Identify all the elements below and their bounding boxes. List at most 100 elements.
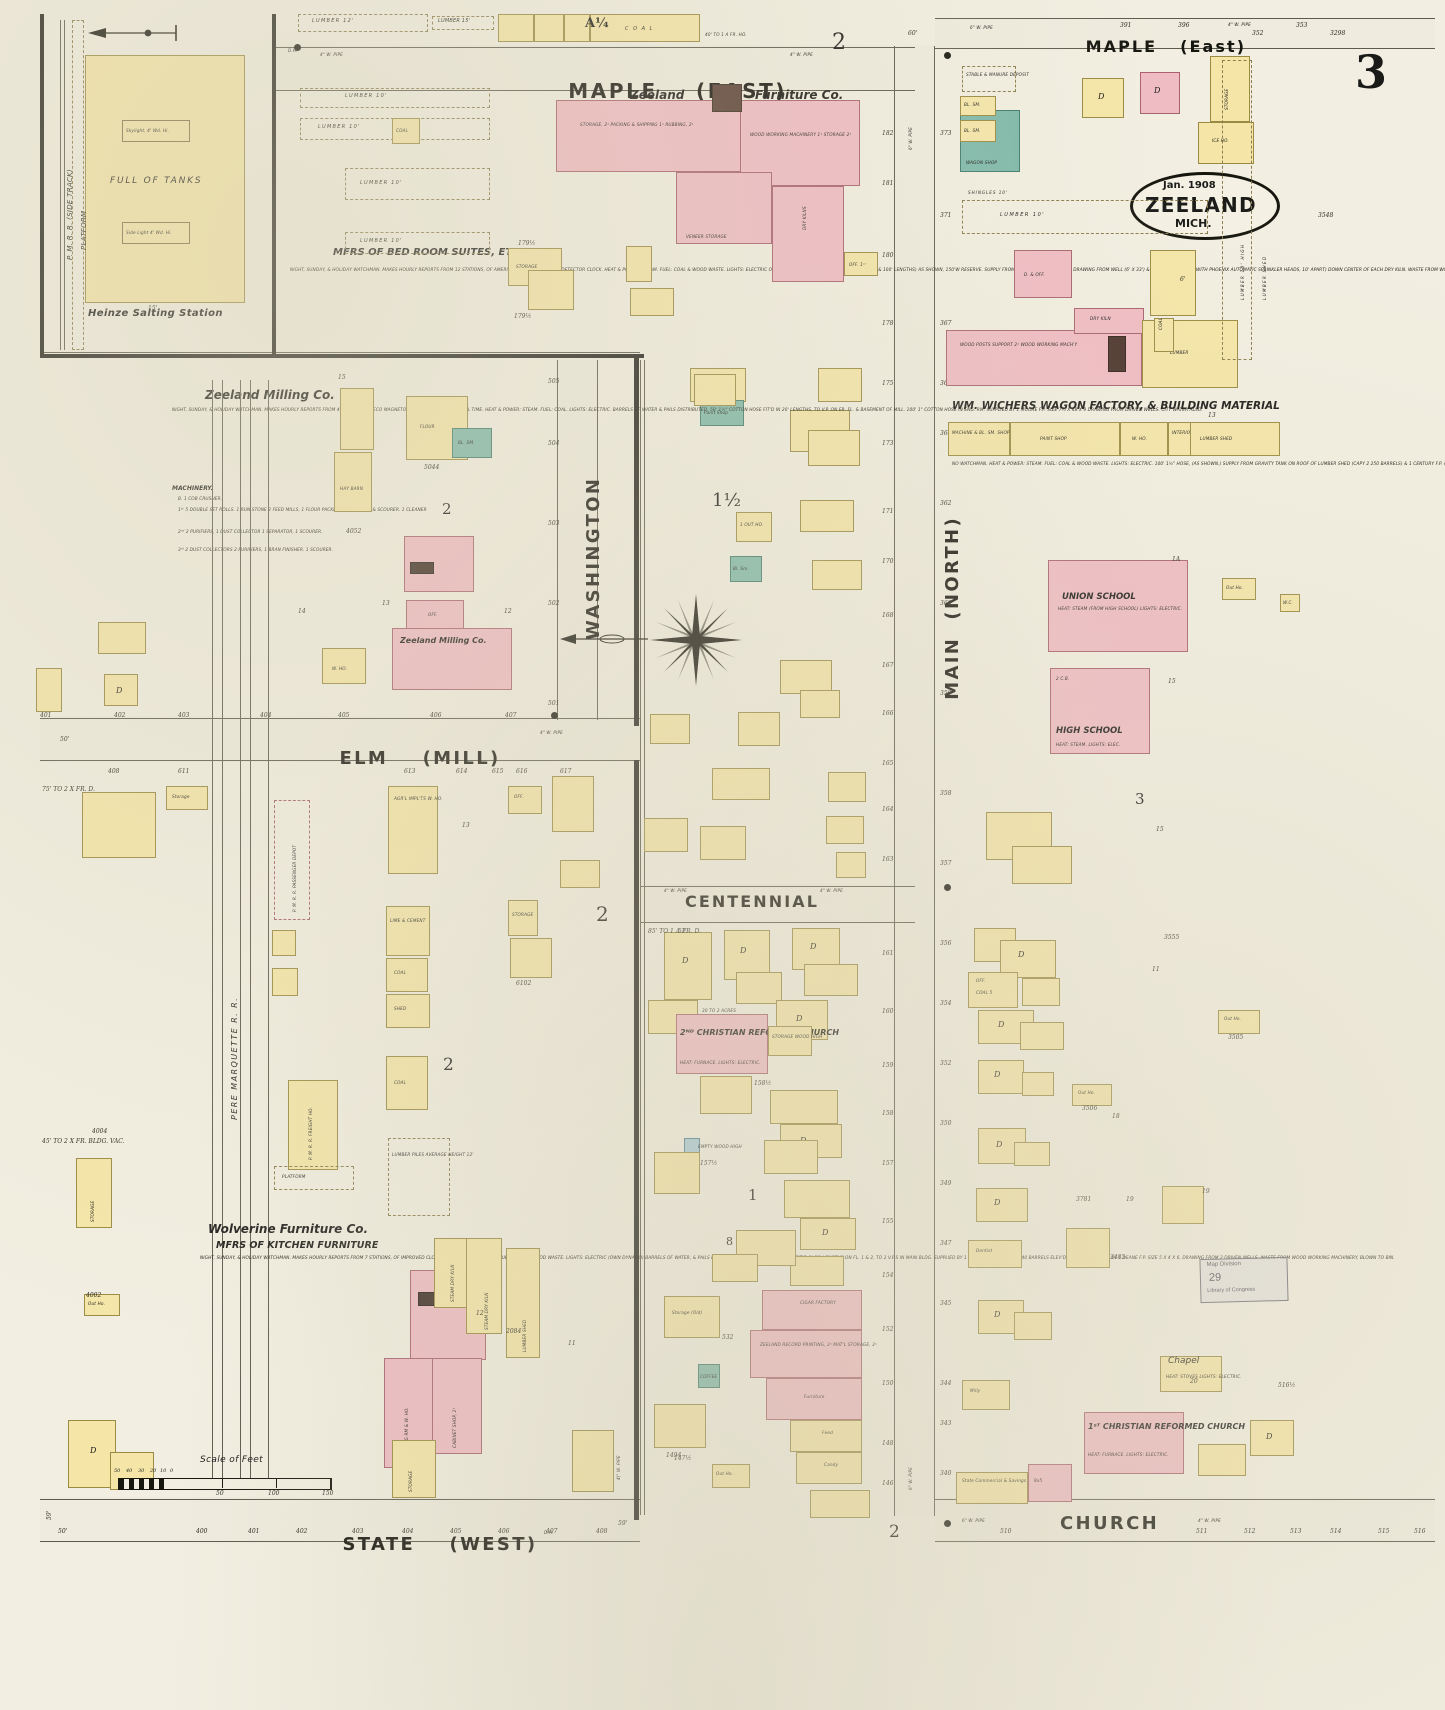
dh-label: D.H. (544, 1530, 554, 1535)
building-coal (590, 14, 700, 42)
stamp-line-2: 29 (1208, 1271, 1222, 1284)
building-storage (166, 786, 208, 810)
rule (40, 1499, 640, 1501)
zeeland-furniture-title-2: Furniture Co. (755, 88, 844, 102)
chapel-note: HEAT: STOVES LIGHTS: ELECTRIC. (1166, 1374, 1242, 1379)
addr-state: 401 (248, 1528, 260, 1535)
scale-tick-label: 150 (322, 1490, 334, 1497)
lot: 18 (1112, 1113, 1120, 1120)
building-storage (1210, 56, 1250, 122)
lot: 11 (568, 1340, 576, 1347)
building (826, 816, 864, 844)
street-label-church: CHURCH (1060, 1513, 1160, 1534)
building (770, 1090, 838, 1124)
addr: 404 (260, 712, 272, 719)
lot: 13 (382, 600, 390, 607)
lot: 349 (940, 1180, 952, 1187)
lot: 173 (882, 440, 894, 447)
building (528, 270, 574, 310)
building-furniture-ww (740, 100, 860, 186)
milly-label: Milly (970, 1388, 981, 1393)
scale-tick-label: 100 (268, 1490, 280, 1497)
note: 75' TO 2 X FR. D. (42, 786, 95, 793)
building-x (654, 1152, 700, 1194)
lot: 152 (882, 1326, 894, 1333)
building-heinze-salting-station (85, 55, 245, 303)
lot: 359 (940, 690, 952, 697)
heavy-boundary-v (634, 354, 639, 726)
scale-bar-solid (168, 1478, 331, 1490)
candy-label: Candy (824, 1462, 839, 1467)
rule (640, 922, 915, 924)
addr-state: 403 (352, 1528, 364, 1535)
coal-small-label: COAL (396, 128, 409, 133)
lot: 147½ (674, 1455, 692, 1462)
heinze-title: Heinze Salting Station (88, 308, 223, 319)
milling-machinery-2: 1ˢᵗ 5 DOUBLE SET ROLLS. 1 RUN STONE 2 FE… (178, 508, 427, 513)
rule (275, 47, 915, 49)
lot: 360 (940, 600, 952, 607)
pm-rr-track (212, 380, 214, 1490)
building-label: BL. SM. (964, 102, 981, 107)
addr-state: 405 (450, 1528, 462, 1535)
building (644, 818, 688, 852)
addr: 406 (430, 712, 442, 719)
scale-tick-label: 40 (126, 1468, 133, 1474)
out-ho-label: Out Ho. (1224, 1016, 1242, 1021)
scale-caption: Scale of Feet (200, 1455, 264, 1465)
lot: 344 (940, 1380, 952, 1387)
lumber-pile-label: LUMBER 12' (312, 18, 355, 24)
heinze-skylight-1 (122, 120, 190, 142)
wolverine-subtitle: MFRS OF KITCHEN FURNITURE (216, 1240, 379, 1251)
building (968, 972, 1018, 1008)
lot: 11 (1152, 966, 1160, 973)
acre-note: 30 TO 2 ACRES (702, 1008, 737, 1013)
addr-washington: 502 (548, 600, 560, 607)
building-bank (956, 1472, 1028, 1504)
addr-church: 516 (1414, 1528, 1426, 1535)
heinze-platform (72, 20, 84, 350)
green-bldg-label: COFFEE (700, 1374, 718, 1379)
building-union-school (1048, 560, 1188, 652)
building-x (694, 374, 736, 406)
block-number: 2 (832, 30, 846, 55)
lot: 52 (678, 928, 686, 935)
union-school-label: UNION SCHOOL (1062, 592, 1136, 602)
building (712, 768, 770, 800)
manure-deposit-label: STABLE & MANURE DEPOSIT (966, 72, 1030, 77)
off-label: OFF. (514, 794, 524, 799)
blue-bldg-label: EMPTY WOOD HIGH (698, 1144, 742, 1149)
cartouche-city: ZEELAND (1145, 193, 1257, 217)
lot: 516½ (1278, 1382, 1296, 1389)
building (272, 930, 296, 956)
building (498, 14, 534, 42)
rule (640, 360, 642, 1515)
building-x (82, 792, 156, 858)
off-label: OFF. (428, 612, 438, 617)
street-washington-band (556, 360, 598, 716)
building (736, 512, 772, 542)
addr-state: 408 (596, 1528, 608, 1535)
building-coal-2 (386, 1056, 428, 1110)
edge-note: 3298 (1330, 30, 1346, 37)
room-label: STORAGE, 2¹ PACKING & SHIPPING 1¹ RUBBIN… (580, 122, 694, 127)
lot: 148 (882, 1440, 894, 1447)
room-label: STEAM DRY KILN (450, 1264, 455, 1303)
paint-shop-label: Paint Shop (704, 410, 729, 415)
lumber-label: LUMBER 10' (1000, 212, 1046, 218)
ice-ho-label: ICE HO. (1212, 138, 1229, 143)
pipe-label: 4" W. PIPE (320, 52, 343, 57)
addr-state: 407 (546, 1528, 558, 1535)
lot: 150 (882, 1380, 894, 1387)
addr-state: 50' (58, 1528, 68, 1535)
dwelling-mark: D (994, 1070, 1001, 1079)
room-label: STEAM DRY KILN (484, 1292, 489, 1331)
out-ho-label: 1 OUT HO. (740, 522, 764, 527)
storage-label: Storage (172, 794, 190, 799)
addr-state: 402 (296, 1528, 308, 1535)
lot: 6102 (516, 980, 532, 987)
lot: 180 (882, 252, 894, 259)
zeeland-record-label: ZEELAND RECORD PRINTING, 2¹ MAT'L STORAG… (760, 1342, 877, 1347)
hydrant-icon (944, 1520, 951, 1527)
